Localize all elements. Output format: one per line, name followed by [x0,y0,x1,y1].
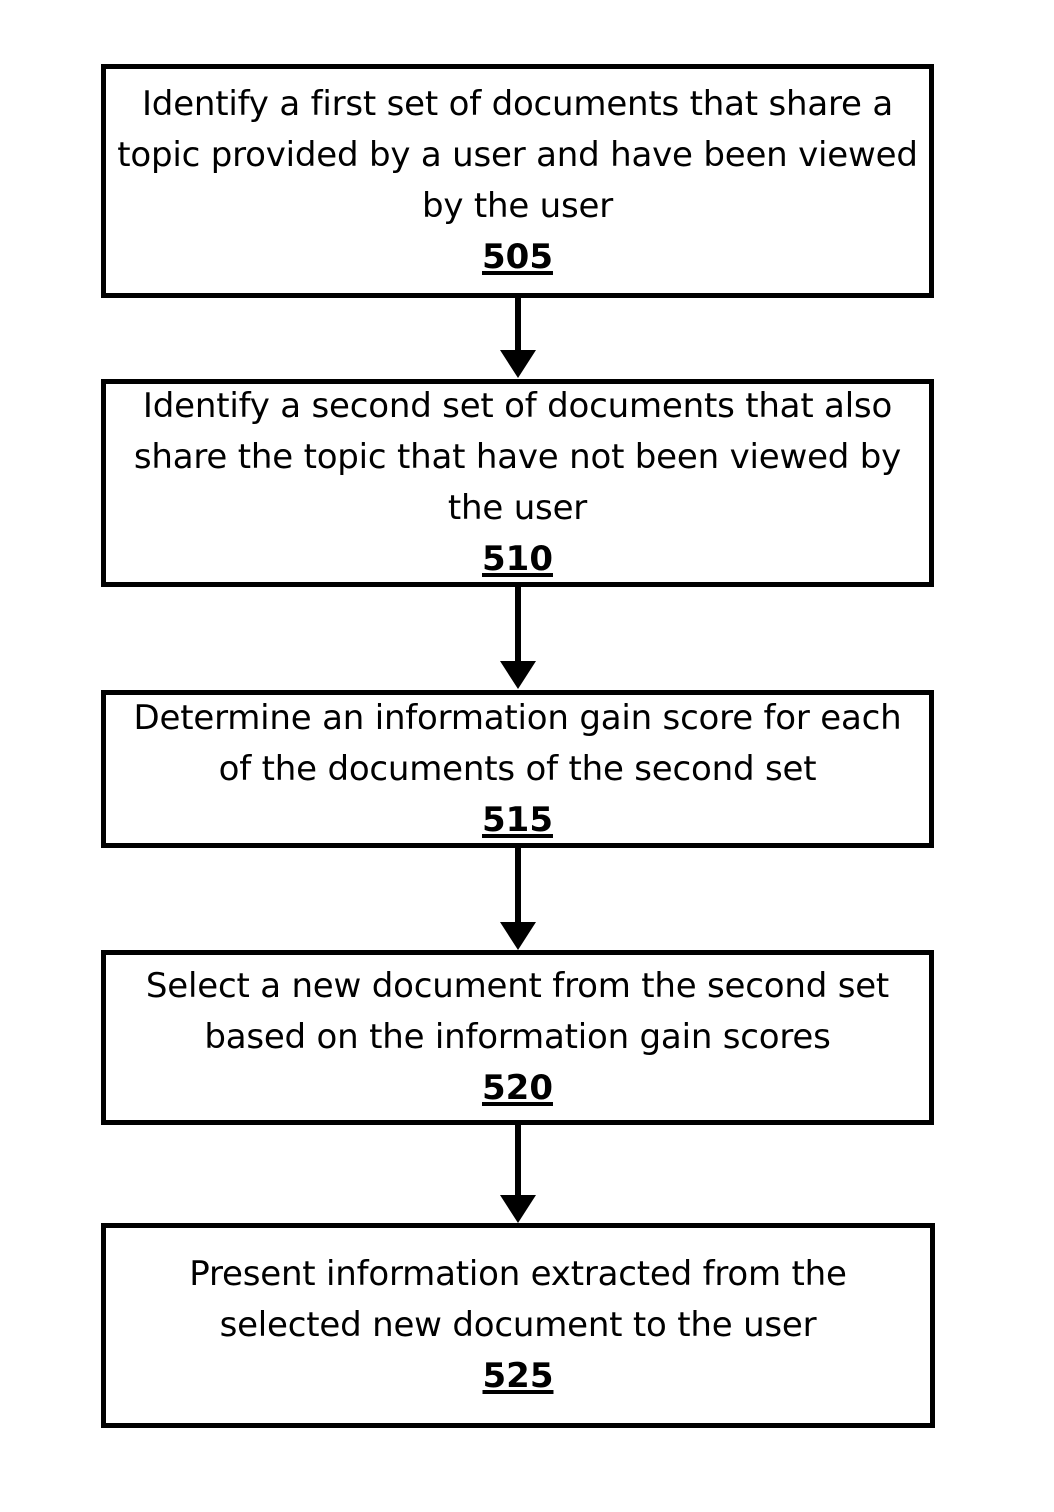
flowchart-arrow-510-to-515 [499,587,537,691]
node-525-text: Present information extracted from the s… [189,1254,847,1345]
flowchart-arrow-515-to-520 [499,848,537,952]
flowchart-node-525[interactable]: Present information extracted from the s… [101,1223,935,1428]
node-515-reference-number: 515 [482,799,553,840]
node-510-text: Identify a second set of documents that … [133,386,902,528]
flowchart-node-505[interactable]: Identify a first set of documents that s… [101,64,934,298]
flowchart-node-520[interactable]: Select a new document from the second se… [101,950,934,1125]
flowchart-arrow-505-to-510 [499,298,537,380]
flowchart-node-510[interactable]: Identify a second set of documents that … [101,379,934,587]
node-505-text: Identify a first set of documents that s… [117,84,918,226]
node-505-reference-number: 505 [482,237,553,277]
node-525-reference-number: 525 [482,1356,554,1396]
flowchart-arrow-520-to-525 [499,1125,537,1225]
flowchart-node-515[interactable]: Determine an information gain score for … [101,690,934,848]
node-520-reference-number: 520 [482,1068,553,1108]
node-510-reference-number: 510 [482,539,553,579]
node-515-text: Determine an information gain score for … [133,697,902,789]
node-520-text: Select a new document from the second se… [145,966,890,1057]
